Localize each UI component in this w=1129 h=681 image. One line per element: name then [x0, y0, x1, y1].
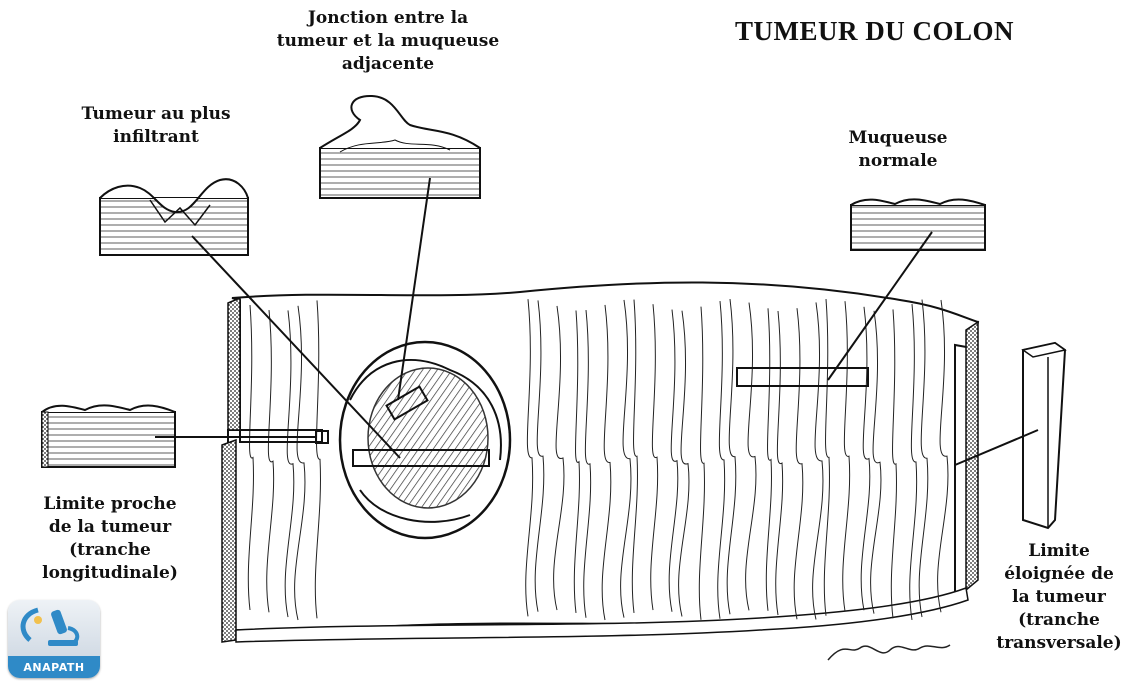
label-infiltrating: Tumeur au plus infiltrant — [66, 103, 246, 149]
tumor-mass — [340, 342, 510, 538]
anapath-logo: ANAPATH — [8, 600, 100, 678]
label-junction: Jonction entre la tumeur et la muqueuse … — [268, 7, 508, 76]
tissue-block-infiltrating — [100, 179, 248, 255]
artist-signature — [828, 645, 950, 660]
diagram-title: TUMEUR DU COLON — [735, 16, 1014, 47]
label-normal: Muqueuse normale — [838, 127, 958, 173]
label-distal: Limite éloignée de la tumeur (tranche tr… — [991, 540, 1127, 655]
label-proximal: Limite proche de la tumeur (tranche long… — [30, 493, 190, 585]
logo-text: ANAPATH — [8, 661, 100, 674]
tissue-block-normal — [851, 199, 985, 250]
tissue-block-junction — [320, 96, 480, 198]
tissue-block-distal — [1023, 343, 1065, 528]
microscope-icon — [8, 600, 100, 658]
colon-specimen — [222, 282, 978, 642]
